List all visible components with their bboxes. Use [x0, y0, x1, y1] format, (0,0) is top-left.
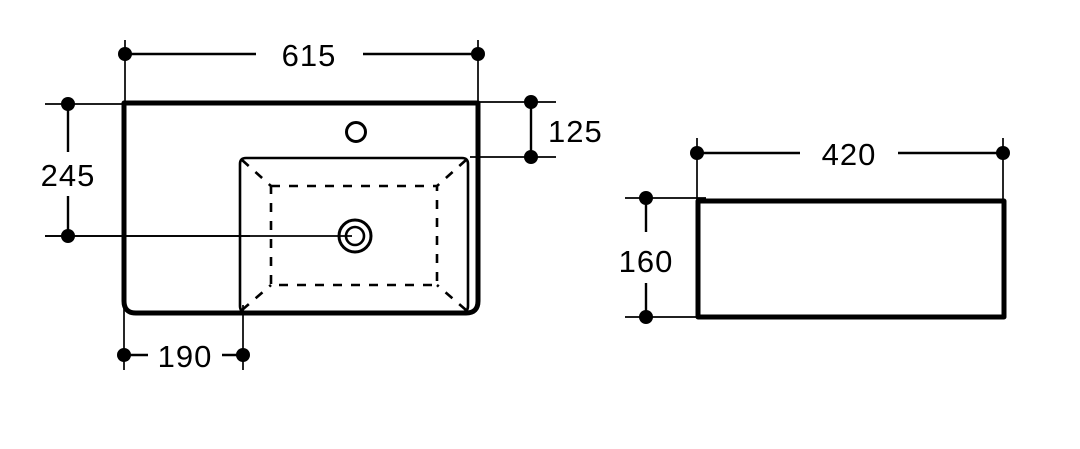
dim-dot-160-top	[639, 191, 653, 205]
dim-label-615: 615	[282, 38, 337, 73]
side-view-body-outline	[695, 198, 1007, 320]
drain-inner-circle-icon	[344, 225, 366, 247]
dim-dot-615-right	[471, 47, 485, 61]
dim-dot-615-left	[118, 47, 132, 61]
basin-diagonal-top-left	[241, 159, 272, 187]
dim-dot-420-left	[690, 146, 704, 160]
dim-dot-245-top	[61, 97, 75, 111]
basin-diagonal-top-right	[436, 159, 467, 187]
dim-dot-160-bottom	[639, 310, 653, 324]
tap-hole-icon	[345, 121, 367, 143]
dim-dot-190-left	[117, 348, 131, 362]
dim-label-160: 160	[619, 244, 674, 279]
dim-label-245: 245	[41, 158, 96, 193]
drain-outer-circle-icon	[337, 218, 373, 254]
dim-dot-125-top	[524, 95, 538, 109]
basin-outer-outline	[238, 156, 470, 314]
dim-label-190: 190	[158, 339, 213, 374]
basin-diagonal-bottom-right	[436, 284, 467, 311]
basin-inner-dashed-rect	[269, 184, 439, 287]
dim-label-420: 420	[822, 137, 877, 172]
dim-label-125: 125	[548, 114, 603, 149]
dim-dot-420-right	[996, 146, 1010, 160]
dim-dot-125-bottom	[524, 150, 538, 164]
dim-dot-190-right	[236, 348, 250, 362]
top-view-group: 615 245	[41, 38, 603, 374]
side-view-group: 420 160	[619, 137, 1010, 324]
basin-diagonal-bottom-left	[241, 284, 272, 311]
